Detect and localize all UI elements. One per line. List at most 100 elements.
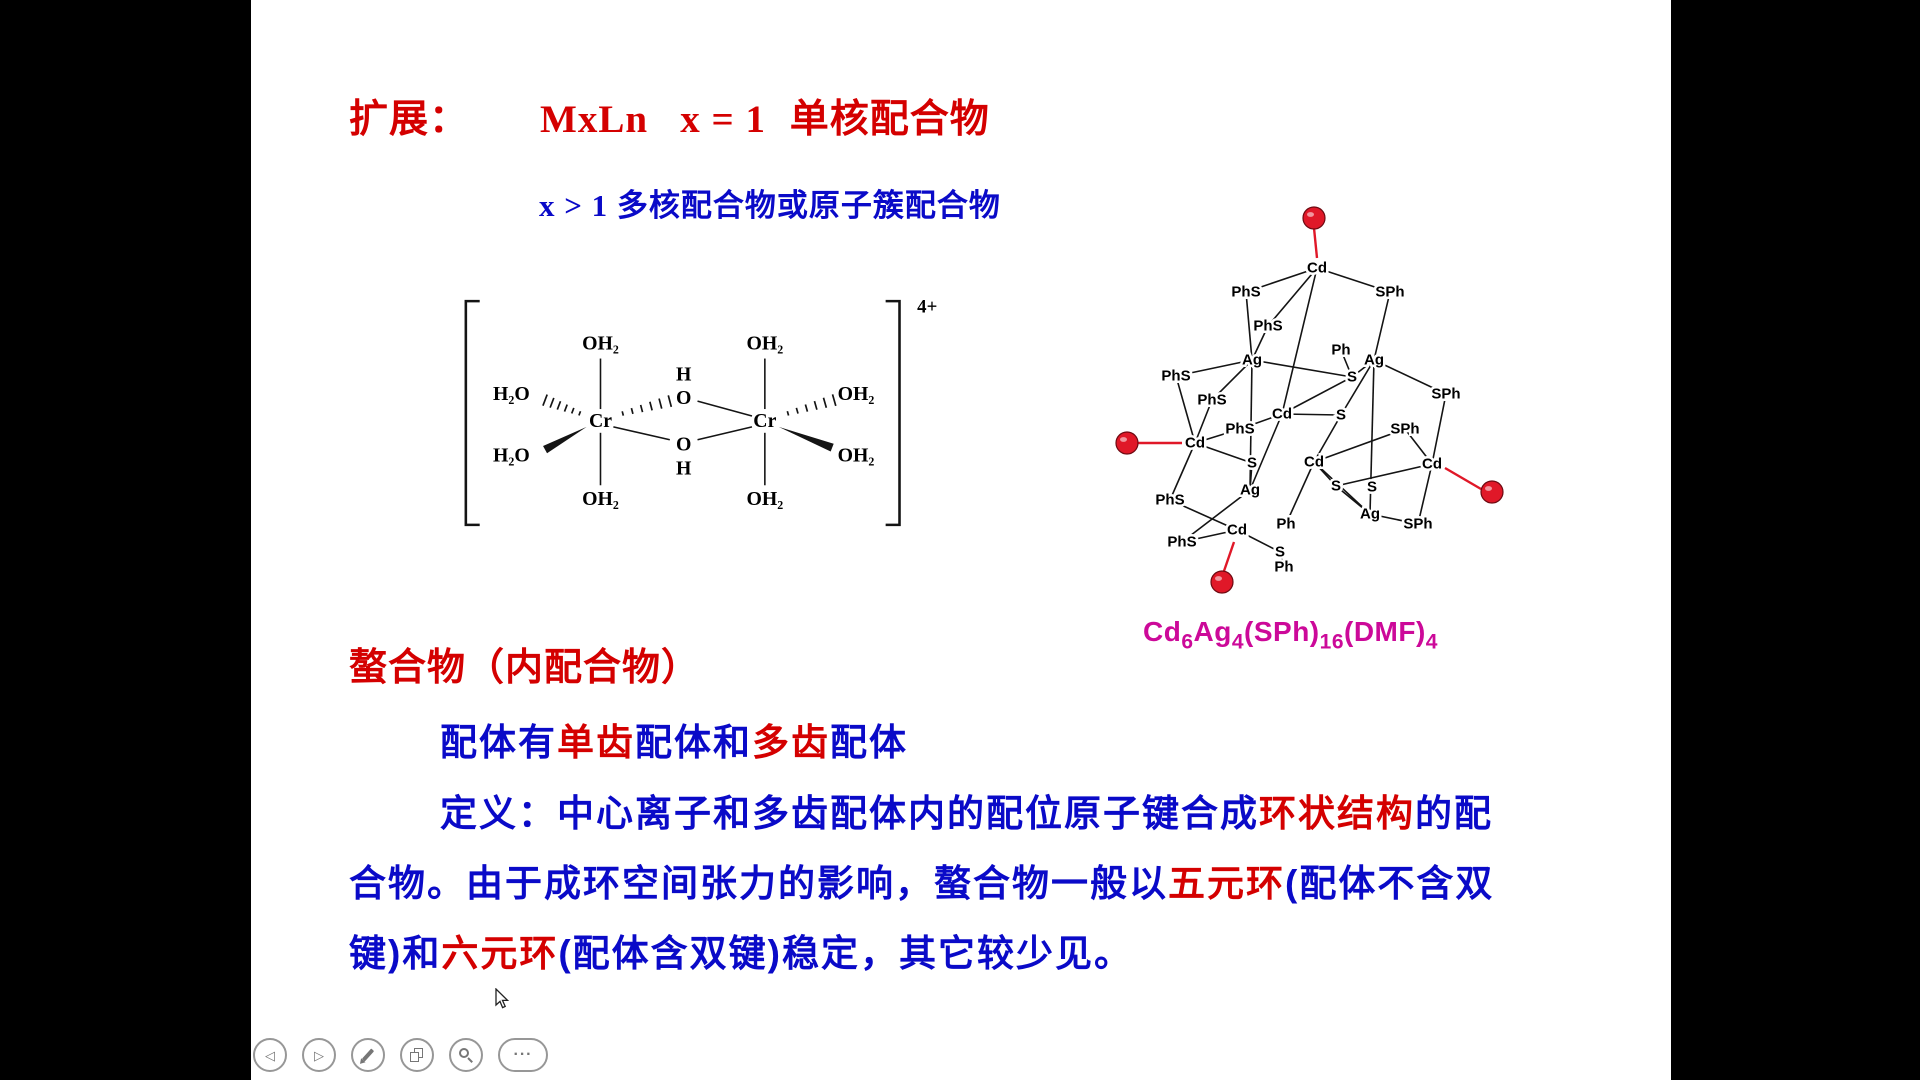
atom-label: S <box>1336 407 1346 424</box>
text-segment: (DMF) <box>1344 616 1426 647</box>
pen-button[interactable] <box>351 1038 385 1072</box>
atom-label: 4+ <box>917 297 937 318</box>
pages-button[interactable] <box>400 1038 434 1072</box>
slide-subtitle: x > 1 多核配合物或原子簇配合物 <box>539 188 1001 224</box>
atom-label: O <box>676 387 691 409</box>
body-line-3: 合物。由于成环空间张力的影响，螯合物一般以五元环(配体不含双 <box>349 863 1494 906</box>
atom-label: S <box>1331 478 1341 495</box>
atom-label: OH₂ <box>838 445 875 467</box>
atom-label: Ph <box>1331 342 1350 359</box>
atom-label: Ph <box>1276 516 1295 533</box>
atom-label: OH₂ <box>582 333 619 355</box>
text-segment: 定义：中心离子和多齿配体内的配位原子键合成 <box>440 793 1259 834</box>
text-segment <box>469 98 540 141</box>
atom-label: H <box>676 363 692 385</box>
atom-label: OH₂ <box>746 333 783 355</box>
atom-label: S <box>1347 369 1357 386</box>
atom-label: SPh <box>1403 516 1432 533</box>
atom-label: PhS <box>1225 421 1254 438</box>
atom-label: OH₂ <box>582 488 619 510</box>
text-segment: 键)和 <box>349 933 442 974</box>
chelate-heading: 螯合物（内配合物） <box>349 647 700 691</box>
atom-label: PhS <box>1161 368 1190 385</box>
text-segment: 五元环 <box>1168 863 1285 904</box>
atom-label: SPh <box>1431 386 1460 403</box>
text-segment: Ag <box>1193 616 1232 647</box>
atom-label: OH₂ <box>746 488 783 510</box>
atom-label: Ag <box>1242 352 1262 369</box>
atom-label: O <box>676 434 691 456</box>
atom-label: Ag <box>1240 482 1260 499</box>
text-segment: 配体 <box>830 722 908 763</box>
text-segment: Cd <box>1143 616 1182 647</box>
atom-label: Ag <box>1360 506 1380 523</box>
cluster-formula: Cd6Ag4(SPh)16(DMF)4 <box>1143 616 1438 654</box>
atom-label: Cd <box>1185 435 1205 452</box>
text-segment: 单核配合物 <box>766 98 990 141</box>
atom-label: Ph <box>1274 559 1293 576</box>
atom-label: S <box>1367 479 1377 496</box>
more-button[interactable]: ··· <box>498 1038 548 1072</box>
text-segment: 6 <box>1181 630 1194 654</box>
previous-page-button[interactable]: ◁ <box>253 1038 287 1072</box>
atom-label: PhS <box>1155 492 1184 509</box>
text-segment: (配体不含双 <box>1285 863 1495 904</box>
atom-label: Cd <box>1227 522 1247 539</box>
text-segment: x > 1 <box>539 188 617 223</box>
text-segment: 单齿 <box>557 722 635 763</box>
atom-label: Cr <box>589 410 612 432</box>
text-segment: 六元环 <box>441 933 559 974</box>
text-segment: (SPh) <box>1244 616 1320 647</box>
previous-icon: ◁ <box>265 1047 275 1063</box>
atom-label: Cr <box>753 410 776 432</box>
dmf-ligand-sphere <box>1480 480 1504 504</box>
atom-label: PhS <box>1253 318 1282 335</box>
left-letterbox <box>0 0 251 1080</box>
body-line-2: 定义：中心离子和多齿配体内的配位原子键合成环状结构的配 <box>440 793 1493 836</box>
atom-label: SPh <box>1375 284 1404 301</box>
text-segment: 4 <box>1231 630 1245 654</box>
atom-label: S <box>1275 544 1285 561</box>
atom-label: PhS <box>1231 284 1260 301</box>
text-segment: 扩展： <box>349 98 470 141</box>
atom-label: H₂O <box>493 445 530 467</box>
atom-label: S <box>1247 455 1257 472</box>
atom-label: H <box>676 457 692 479</box>
magnifier-icon <box>458 1047 474 1063</box>
body-line-1: 配体有单齿配体和多齿配体 <box>440 722 908 765</box>
text-segment: 合物。由于成环空间张力的影响，螯合物一般以 <box>349 863 1168 904</box>
dmf-ligand-sphere <box>1302 206 1326 230</box>
slide-title: 扩展： MxLn x = 1 单核配合物 <box>349 98 990 143</box>
text-segment: 4 <box>1425 630 1438 654</box>
atom-label: Cd <box>1272 406 1292 423</box>
pen-icon <box>361 1048 375 1062</box>
more-icon: ··· <box>513 1046 533 1063</box>
text-segment: 配体和 <box>635 722 752 763</box>
text-segment: 环状结构 <box>1259 793 1415 834</box>
body-line-4: 键)和六元环(配体含双键)稳定，其它较少见。 <box>349 933 1133 976</box>
text-segment: 多齿 <box>752 722 830 763</box>
pages-icon <box>410 1048 424 1062</box>
text-segment: 16 <box>1319 630 1344 654</box>
bracket-left-icon <box>464 299 480 527</box>
next-page-button[interactable]: ▷ <box>302 1038 336 1072</box>
atom-label: OH₂ <box>838 383 875 405</box>
mouse-cursor <box>495 988 510 1009</box>
atom-label: Cd <box>1307 260 1327 277</box>
text-segment: 多核配合物或原子簇配合物 <box>616 188 1001 223</box>
atom-label: PhS <box>1167 534 1196 551</box>
viewer-toolbar: ◁ ▷ ··· <box>253 1038 548 1072</box>
zoom-button[interactable] <box>449 1038 483 1072</box>
next-icon: ▷ <box>314 1047 324 1063</box>
text-segment: 配体有 <box>440 722 557 763</box>
atom-label: Cd <box>1422 456 1442 473</box>
text-segment: (配体含双键)稳定，其它较少见。 <box>558 933 1133 974</box>
atom-label: H₂O <box>493 383 530 405</box>
atom-label: Cd <box>1304 454 1324 471</box>
atom-label: Ag <box>1364 352 1384 369</box>
dmf-ligand-sphere <box>1210 570 1234 594</box>
bracket-right-icon <box>885 299 901 527</box>
